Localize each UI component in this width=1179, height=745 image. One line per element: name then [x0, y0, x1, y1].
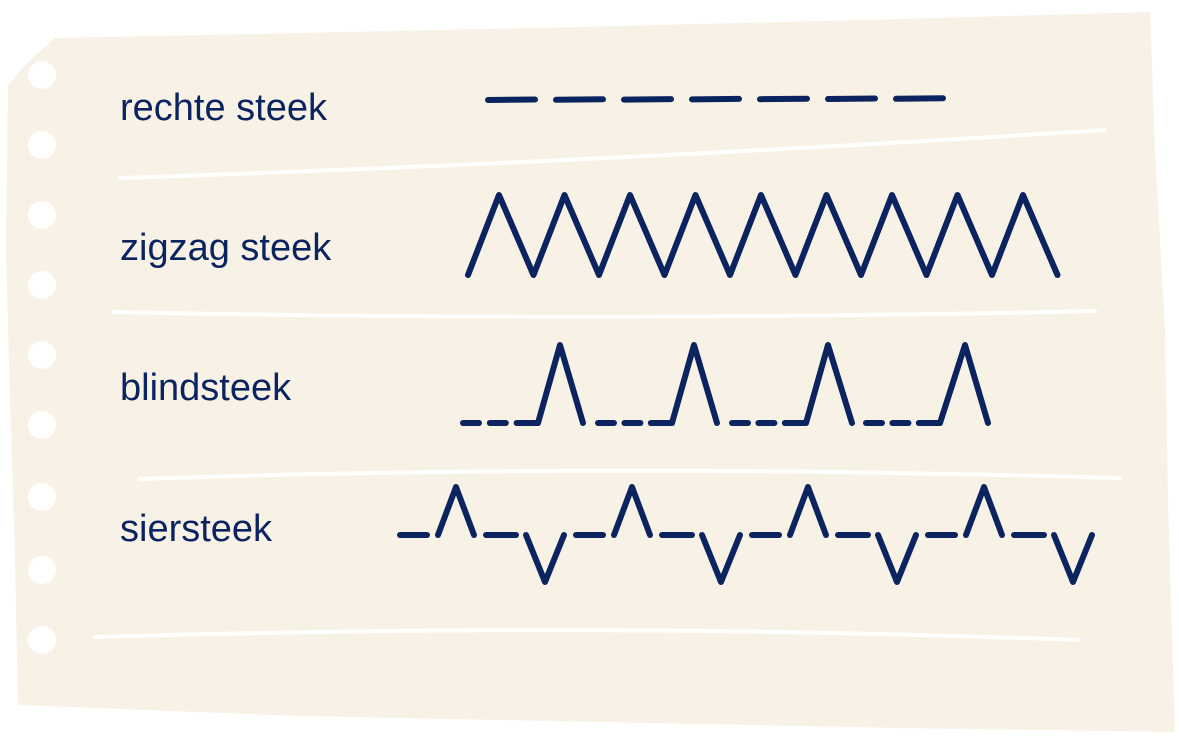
stitch-dash	[553, 96, 606, 103]
blind-peak	[669, 342, 720, 426]
stitch-patterns	[397, 95, 1095, 585]
stitch-label-blind: blindsteek	[120, 367, 292, 409]
decorative-stitch-pattern	[397, 484, 1095, 585]
binder-notches	[28, 61, 56, 654]
deco-peak	[963, 484, 1005, 538]
zigzag-stitch-pattern	[465, 192, 1061, 278]
ruled-line	[93, 628, 1080, 642]
binder-hole	[28, 61, 56, 89]
blind-peak	[937, 342, 991, 426]
binder-hole	[28, 131, 56, 159]
blind-peak	[535, 342, 586, 426]
stitch-dash	[621, 96, 674, 103]
ruled-line	[138, 468, 1122, 481]
deco-peak	[787, 484, 829, 538]
zigzag-line	[465, 192, 1061, 278]
stitch-dash	[825, 95, 878, 102]
deco-valley	[699, 532, 743, 585]
binder-hole	[28, 271, 56, 299]
stitch-dash	[893, 95, 946, 102]
deco-peak	[435, 484, 477, 538]
stitch-label-zigzag: zigzag steek	[120, 227, 332, 269]
deco-valley	[875, 532, 919, 585]
binder-hole	[28, 341, 56, 369]
stitch-dash	[689, 95, 742, 103]
stitch-label-straight: rechte steek	[120, 87, 327, 129]
straight-stitch-pattern	[485, 95, 946, 103]
stitch-dash	[757, 95, 810, 103]
binder-hole	[28, 556, 56, 584]
ruled-line	[118, 128, 1107, 180]
deco-valley	[1051, 532, 1095, 585]
stitch-dash	[485, 96, 538, 103]
blind-peak	[803, 342, 855, 426]
stitch-label-decorative: siersteek	[120, 508, 273, 550]
binder-hole	[28, 626, 56, 654]
ruled-lines	[93, 128, 1122, 642]
ruled-line	[111, 309, 1097, 319]
binder-hole	[28, 411, 56, 439]
blind-stitch-pattern	[460, 342, 991, 426]
binder-hole	[28, 483, 56, 511]
binder-hole	[28, 201, 56, 229]
deco-valley	[523, 532, 567, 585]
deco-peak	[611, 484, 653, 538]
